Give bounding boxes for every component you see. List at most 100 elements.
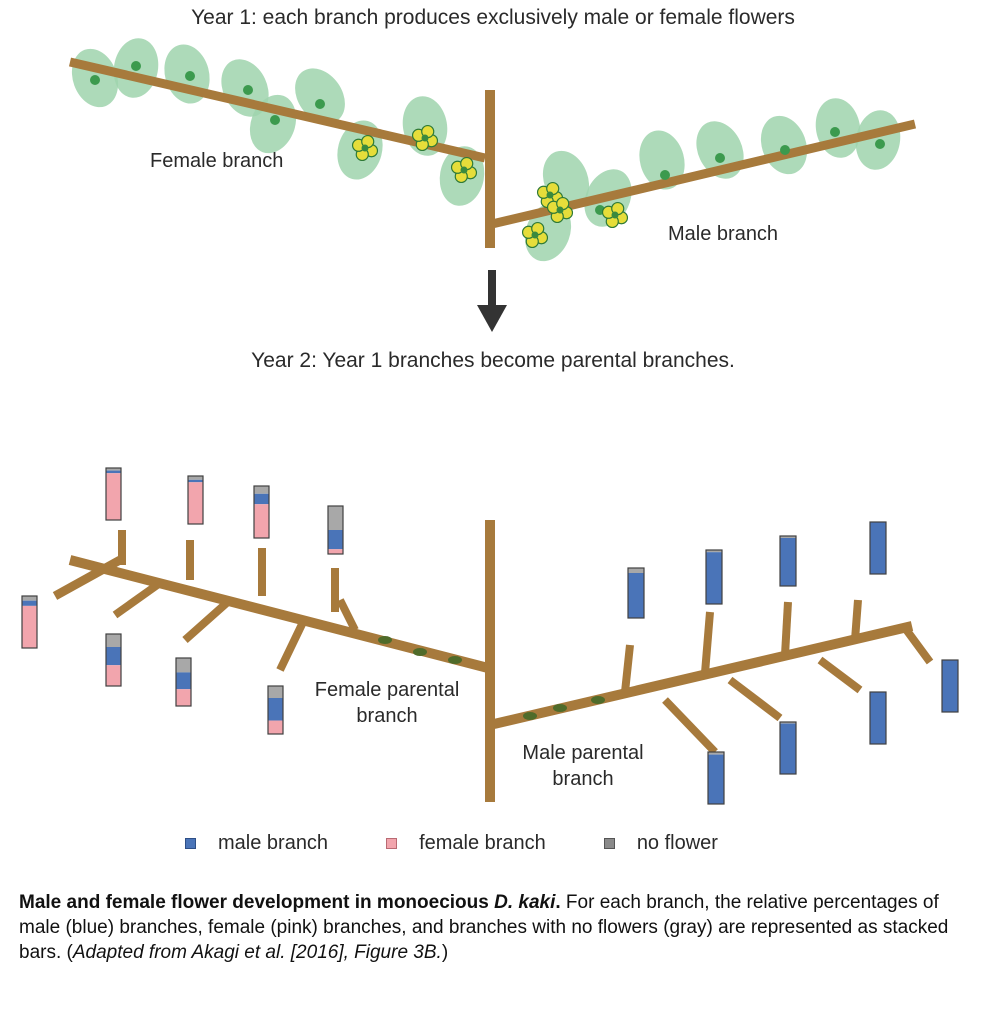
stacked-bar-female-shoot: [105, 633, 122, 687]
male-parental-label-line1: Male parental: [522, 742, 644, 764]
no-flower-segment: [106, 634, 121, 647]
bar-outline: [187, 475, 204, 525]
male-side-shoot: [781, 601, 792, 656]
leaf: [639, 130, 685, 190]
arrow-head: [477, 305, 507, 332]
year2-title: Year 2: Year 1 branches become parental …: [251, 349, 735, 372]
bar-outline: [869, 691, 887, 745]
bar-outline: [105, 633, 122, 687]
bar-outline: [327, 505, 344, 555]
arrow-shaft: [488, 270, 496, 310]
male-side-shoot: [817, 656, 863, 694]
bar-outline: [267, 685, 284, 735]
male-segment: [22, 600, 37, 606]
no-flower-segment: [268, 686, 283, 698]
flower-development-diagram: [21, 38, 959, 805]
male-segment: [870, 692, 886, 744]
male-segment: [780, 723, 796, 774]
bar-outline: [869, 521, 887, 575]
no-flower-segment: [188, 476, 203, 480]
year1-title: Year 1: each branch produces exclusively…: [191, 6, 795, 29]
female-segment: [188, 482, 203, 524]
stacked-bar-female-shoot: [105, 467, 122, 521]
female-branch-label: Female branch: [150, 150, 284, 172]
bud: [90, 75, 100, 85]
caption-bold-lead: Male and female flower development in mo…: [19, 892, 495, 913]
male-parental-branch-label: Male parental branch: [498, 740, 668, 792]
bar-outline: [941, 659, 959, 713]
male-parental-tip: [901, 625, 934, 665]
male-segment: [780, 538, 796, 586]
male-side-shoot: [621, 644, 634, 693]
bar-outline: [707, 751, 725, 805]
stacked-bar-male-shoot: [779, 535, 797, 587]
female-segment: [176, 689, 191, 706]
bud: [660, 170, 670, 180]
parental-bud: [413, 648, 427, 656]
bar-outline: [627, 567, 645, 619]
bar-outline: [105, 467, 122, 521]
male-side-shoot: [727, 676, 783, 722]
parental-bud: [448, 656, 462, 664]
bud: [875, 139, 885, 149]
legend-item-female: female branch: [386, 832, 546, 855]
female-segment: [106, 473, 121, 520]
legend-swatch-male: [185, 837, 196, 849]
male-segment: [706, 552, 722, 604]
male-segment: [328, 530, 343, 550]
female-segment: [268, 720, 283, 734]
flower-icon: [411, 124, 439, 152]
no-flower-segment: [708, 752, 724, 755]
female-branch: [68, 57, 487, 163]
male-segment: [268, 698, 283, 721]
bar-outline: [253, 485, 270, 539]
male-branch-label: Male branch: [668, 223, 779, 245]
flower-icon: [601, 201, 629, 229]
legend: male branch female branch no flower: [185, 828, 776, 858]
male-segment: [188, 479, 203, 483]
bud: [243, 85, 253, 95]
no-flower-segment: [22, 596, 37, 601]
bud: [185, 71, 195, 81]
female-side-shoot: [112, 579, 163, 619]
no-flower-segment: [176, 658, 191, 673]
year1-illustration: [68, 38, 917, 262]
stacked-bar-female-shoot: [175, 657, 192, 707]
stacked-bar-male-shoot: [869, 521, 887, 575]
legend-swatch-female: [386, 837, 398, 849]
bud: [830, 127, 840, 137]
female-segment: [22, 605, 37, 648]
stacked-bar-male-shoot: [707, 751, 725, 805]
flower-icon: [450, 156, 478, 184]
stacked-bar-female-shoot: [267, 685, 284, 735]
stacked-bar-male-shoot: [705, 549, 723, 605]
male-side-shoot: [851, 599, 862, 641]
flower-icon: [351, 134, 379, 162]
female-parental-label-line1: Female parental: [314, 679, 460, 701]
flower-center: [546, 191, 554, 199]
no-flower-segment: [628, 568, 644, 573]
bud: [131, 61, 141, 71]
flower-center: [421, 134, 429, 142]
stacked-bar-male-shoot: [869, 691, 887, 745]
female-side-shoot: [182, 597, 233, 643]
legend-item-male: male branch: [185, 832, 328, 855]
flower-center: [556, 206, 564, 214]
male-segment: [254, 493, 269, 505]
bar-outline: [779, 721, 797, 775]
male-side-shoot: [662, 697, 718, 755]
stacked-bar-male-shoot: [627, 567, 645, 619]
bud: [270, 115, 280, 125]
legend-label-female: female branch: [419, 831, 546, 854]
caption-citation: Adapted from Akagi et al. [2016], Figure…: [72, 942, 442, 963]
caption-bold-end: .: [555, 892, 561, 913]
male-segment: [870, 522, 886, 574]
female-side-shoot: [336, 598, 359, 632]
female-segment: [106, 665, 121, 686]
bar-outline: [779, 535, 797, 587]
male-segment: [628, 573, 644, 618]
bar-outline: [705, 549, 723, 605]
flower-icon: [546, 196, 574, 224]
bud: [315, 99, 325, 109]
female-side-shoot: [276, 616, 309, 672]
